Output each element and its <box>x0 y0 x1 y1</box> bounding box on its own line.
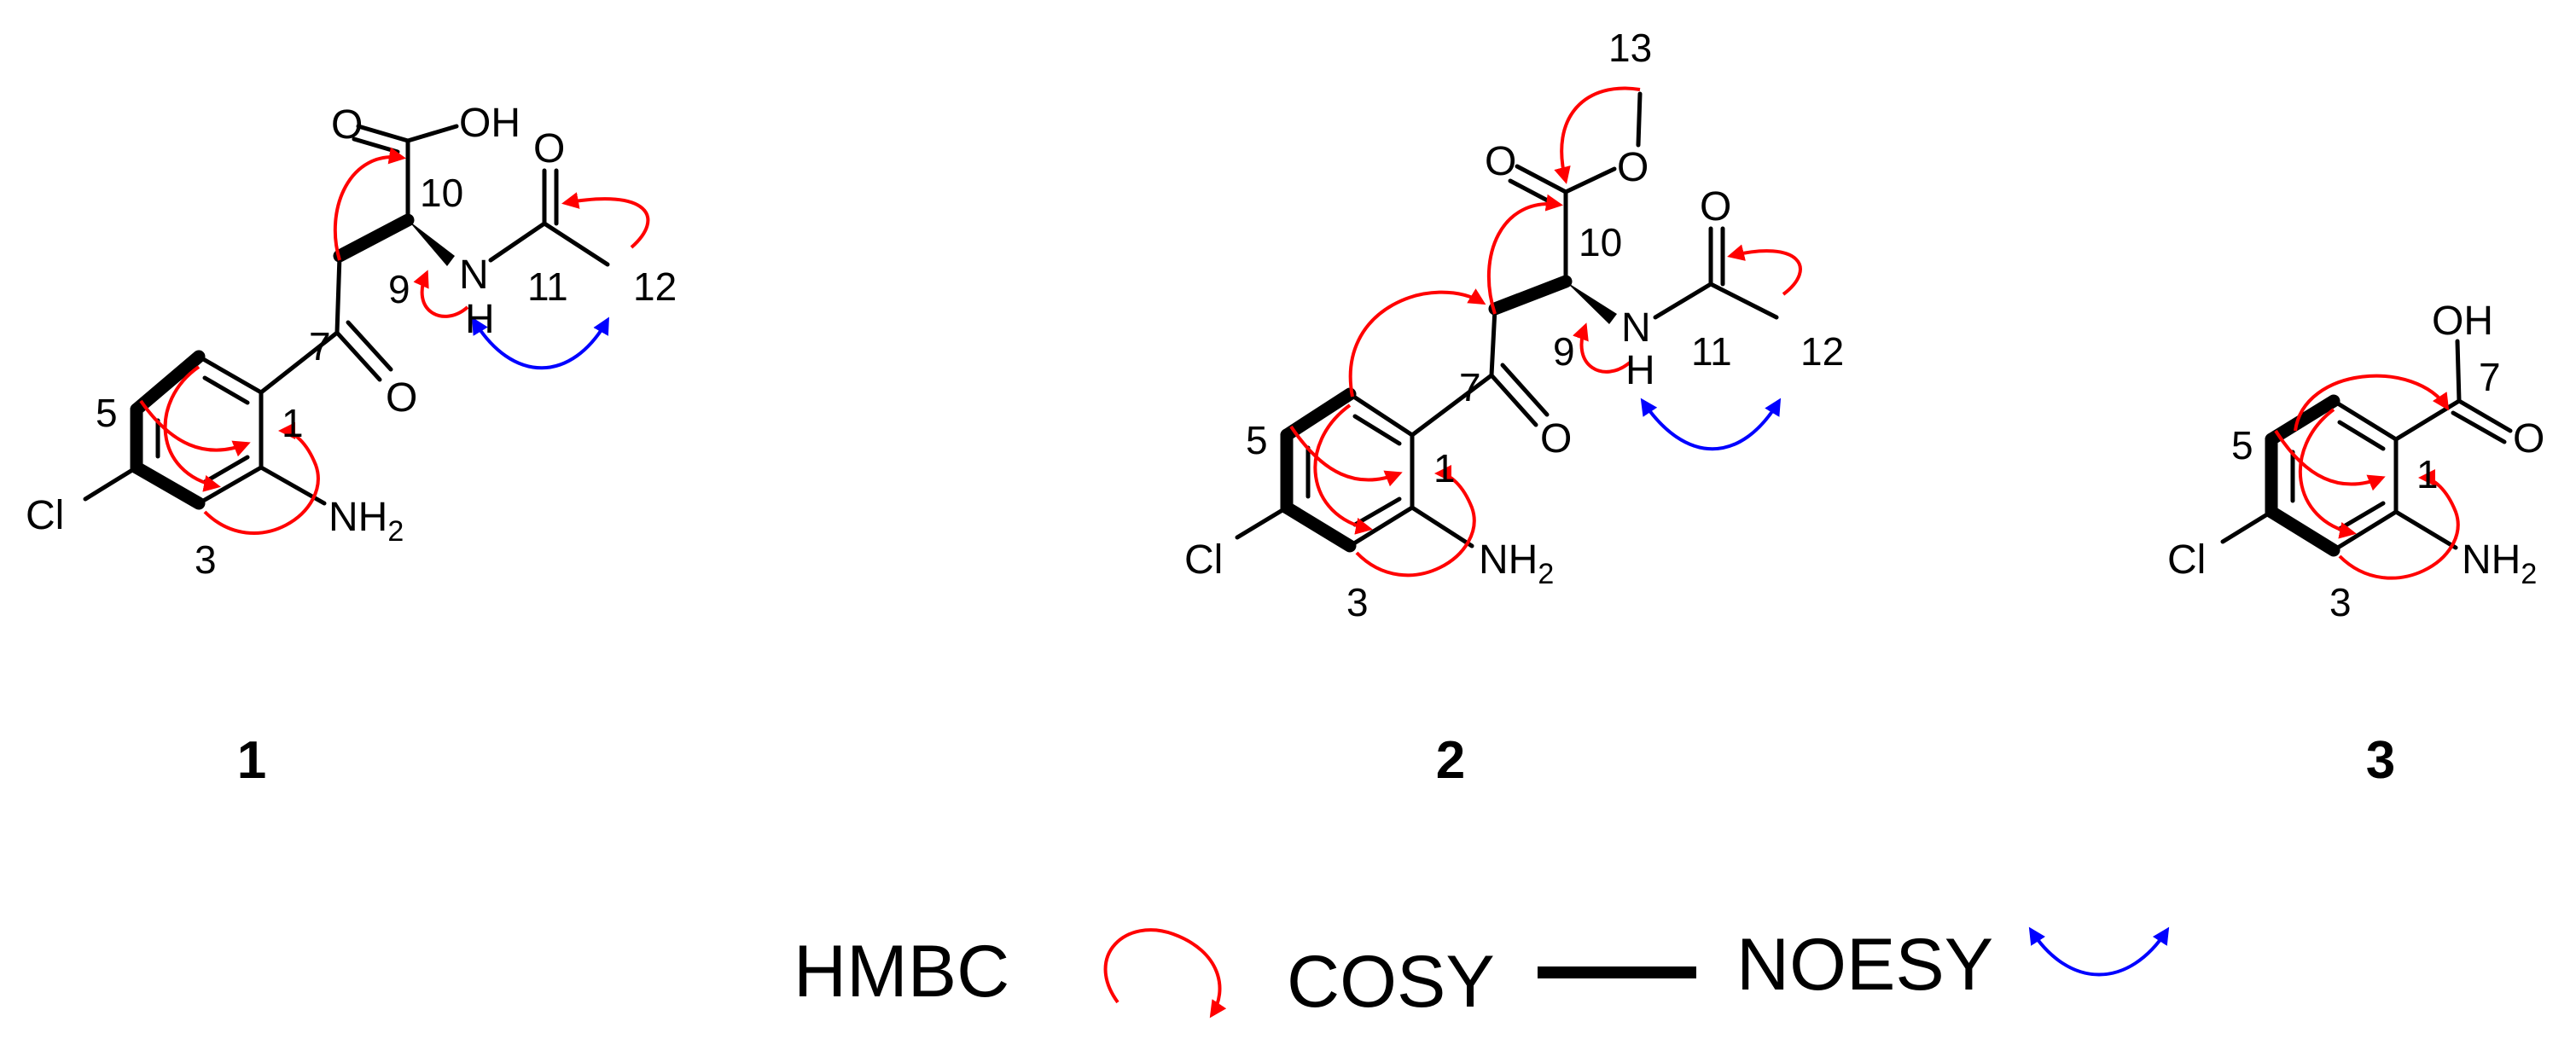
c3-amino-nh: NH <box>2462 537 2521 583</box>
compound-2-noesy-arrows <box>1640 398 1782 451</box>
c3-chloro-label: Cl <box>2167 537 2206 583</box>
compound-1-carbon-numbers: 1 3 5 7 9 10 11 12 <box>96 171 677 582</box>
c3-carbonyl-o-label: O <box>2513 416 2544 461</box>
legend-hmbc-arrow <box>1103 928 1227 1019</box>
compound-3-carbon-numbers: 1 3 5 7 <box>2231 355 2501 624</box>
compound-3: OH O Cl NH2 1 3 5 7 3 <box>2167 299 2544 790</box>
c1-chloro-label: Cl <box>26 493 64 538</box>
c2-amino-nh: NH <box>1479 537 1538 583</box>
c1-num-7: 7 <box>309 324 331 369</box>
c3-amino-subscript: 2 <box>2521 558 2537 590</box>
c2-num-1: 1 <box>1433 446 1456 490</box>
c3-num-7: 7 <box>2479 355 2501 399</box>
c3-oh-label: OH <box>2432 299 2493 344</box>
legend-noesy-label: NOESY <box>1736 924 1993 1006</box>
compound-2-atom-labels: O O O N H O Cl NH2 <box>1184 139 1731 590</box>
c1-amide-h-label: H <box>465 297 495 342</box>
c2-num-3: 3 <box>1346 580 1369 624</box>
c2-num-5: 5 <box>1246 418 1268 462</box>
c1-num-3: 3 <box>195 537 217 582</box>
c1-amino-label: NH2 <box>329 495 404 548</box>
c2-num-10: 10 <box>1579 220 1622 264</box>
c2-num-11: 11 <box>1691 329 1732 374</box>
legend-noesy-arrow <box>2028 926 2170 977</box>
c2-num-13: 13 <box>1608 26 1652 70</box>
compound-2-label: 2 <box>1436 731 1465 790</box>
compound-2-bonds <box>1235 91 1779 553</box>
compound-1-label: 1 <box>237 731 266 790</box>
c1-ketone-o-label: O <box>386 375 417 421</box>
c3-num-5: 5 <box>2231 423 2253 467</box>
c1-amide-o-label: O <box>533 126 565 171</box>
compound-1-bonds <box>83 124 610 510</box>
c2-amino-subscript: 2 <box>1538 558 1554 590</box>
c2-num-9: 9 <box>1553 329 1575 374</box>
compound-2: O O O N H O Cl NH2 1 3 5 7 9 10 11 12 13… <box>1184 26 1844 790</box>
c2-amide-n-label: N <box>1621 305 1651 351</box>
compound-3-bonds <box>2220 339 2513 557</box>
c1-num-9: 9 <box>388 267 410 311</box>
c2-amide-h-label: H <box>1625 348 1655 393</box>
c2-num-7: 7 <box>1459 365 1481 409</box>
c3-num-1: 1 <box>2416 452 2439 496</box>
compound-1-hmbc-arrows <box>139 147 650 535</box>
compound-2-carbon-numbers: 1 3 5 7 9 10 11 12 13 <box>1246 26 1844 624</box>
c2-num-12: 12 <box>1800 329 1844 374</box>
c1-num-11: 11 <box>527 264 568 309</box>
compound-1: OH O O N H O Cl NH2 1 3 5 7 9 10 11 12 1 <box>26 101 677 790</box>
c1-num-5: 5 <box>96 391 118 435</box>
c3-amino-label: NH2 <box>2462 537 2537 590</box>
c2-ester-o-label: O <box>1617 145 1649 190</box>
compound-3-hmbc-arrows <box>2274 374 2460 580</box>
c3-num-3: 3 <box>2329 580 2352 624</box>
compound-2-hmbc-arrows <box>1289 86 1802 578</box>
compound-1-atom-labels: OH O O N H O Cl NH2 <box>26 101 565 548</box>
c1-amino-nh: NH <box>329 495 387 540</box>
compound-3-label: 3 <box>2366 731 2395 790</box>
c2-ketone-o-label: O <box>1540 416 1572 461</box>
c1-acid-o-label: O <box>331 102 363 148</box>
c2-chloro-label: Cl <box>1184 537 1223 583</box>
legend: HMBC COSY NOESY <box>794 924 2170 1023</box>
c1-num-1: 1 <box>282 401 304 445</box>
c1-num-10: 10 <box>420 171 463 215</box>
c1-num-12: 12 <box>633 264 677 309</box>
c2-carbonyl-o-label: O <box>1485 139 1516 184</box>
compound-3-atom-labels: OH O Cl NH2 <box>2167 299 2544 590</box>
c2-amide-o-label: O <box>1700 184 1731 229</box>
c1-amide-n-label: N <box>459 252 489 298</box>
compound-1-noesy-arrows <box>471 316 609 370</box>
c1-oh-label: OH <box>459 101 520 146</box>
legend-hmbc-label: HMBC <box>794 931 1009 1013</box>
legend-cosy-label: COSY <box>1287 941 1495 1023</box>
c1-amino-subscript: 2 <box>387 515 404 548</box>
c2-amino-label: NH2 <box>1479 537 1554 590</box>
